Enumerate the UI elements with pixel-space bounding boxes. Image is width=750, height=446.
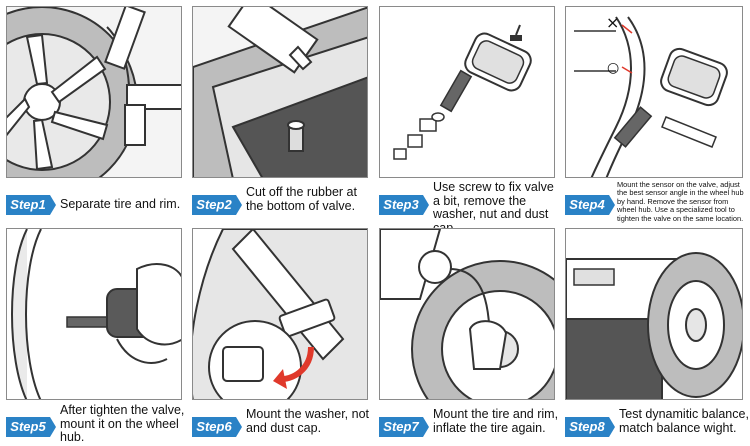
step2-label: Step2 Cut off the rubber at the bottom o… — [192, 185, 372, 218]
step7-badge: Step7 — [379, 417, 429, 437]
step7-illustration — [379, 228, 555, 400]
step1-label: Step1 Separate tire and rim. — [6, 190, 186, 218]
step5-caption: After tighten the valve, mount it on the… — [60, 403, 185, 444]
step8-label: Step8 Test dynamitic balance, match bala… — [565, 407, 750, 440]
step4-caption: Mount the sensor on the valve, adjust th… — [617, 180, 744, 223]
valve-parts-exploded-drawing — [380, 7, 554, 177]
step2-caption: Cut off the rubber at the bottom of valv… — [246, 185, 357, 213]
tire-rim-separation-drawing — [7, 7, 181, 177]
step2-badge: Step2 — [192, 195, 242, 215]
step7-label: Step7 Mount the tire and rim, inflate th… — [379, 407, 559, 440]
step1-caption: Separate tire and rim. — [60, 197, 181, 211]
wrong-mark: × — [606, 13, 620, 32]
step3-label: Step3 Use screw to fix valve a bit, remo… — [379, 180, 559, 234]
step6-caption: Mount the washer, not and dust cap. — [246, 407, 369, 435]
step6-label: Step6 Mount the washer, not and dust cap… — [192, 407, 372, 440]
step3-caption: Use screw to fix valve a bit, remove the… — [433, 180, 554, 234]
right-mark: ○ — [607, 60, 620, 76]
step8-illustration — [565, 228, 743, 400]
step6-badge: Step6 — [192, 417, 242, 437]
step4-label: Step4 Mount the sensor on the valve, adj… — [565, 180, 750, 222]
step5-badge: Step5 — [6, 417, 56, 437]
step4-badge: Step4 — [565, 195, 615, 215]
step6-illustration — [192, 228, 368, 400]
step5-illustration — [6, 228, 182, 400]
step3-badge: Step3 — [379, 195, 429, 215]
mount-washer-nut-drawing — [193, 229, 367, 399]
step2-illustration — [192, 6, 368, 178]
cut-valve-rubber-drawing — [193, 7, 367, 177]
step1-badge: Step1 — [6, 195, 56, 215]
mount-tire-inflate-drawing — [380, 229, 554, 399]
step1-illustration — [6, 6, 182, 178]
step3-illustration — [379, 6, 555, 178]
balance-machine-drawing — [566, 229, 742, 399]
step8-caption: Test dynamitic balance, match balance wi… — [619, 407, 749, 435]
step7-caption: Mount the tire and rim, inflate the tire… — [433, 407, 559, 435]
sensor-angle-adjust-drawing — [566, 7, 742, 177]
step4-illustration: × ○ — [565, 6, 743, 178]
step5-label: Step5 After tighten the valve, mount it … — [6, 403, 186, 444]
step8-badge: Step8 — [565, 417, 615, 437]
mount-valve-on-hub-drawing — [7, 229, 181, 399]
